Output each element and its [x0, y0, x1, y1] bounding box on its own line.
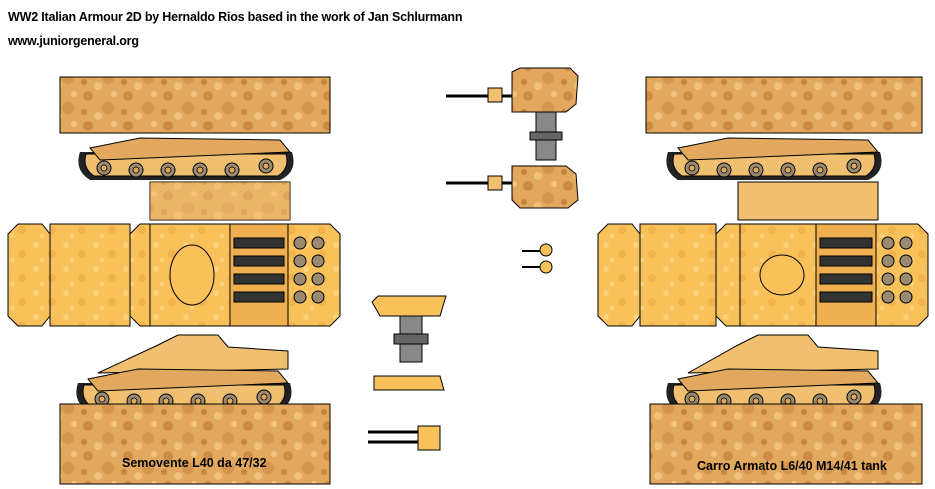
turret-parts [446, 67, 579, 274]
model-label-left: Semovente L40 da 47/32 [122, 456, 267, 470]
hull-net [7, 223, 341, 327]
tank-side-view-lower [75, 334, 292, 412]
base-strip [59, 403, 331, 485]
superstructure-parts [368, 295, 447, 451]
site-url: www.juniorgeneral.org [8, 34, 139, 48]
left-model [7, 76, 341, 485]
tank-side-view [77, 137, 294, 221]
right-model [597, 76, 929, 485]
page-title: WW2 Italian Armour 2D by Hernaldo Rios b… [8, 10, 463, 24]
model-label-right: Carro Armato L6/40 M14/41 tank [697, 459, 887, 473]
top-tab-strip [59, 76, 331, 134]
